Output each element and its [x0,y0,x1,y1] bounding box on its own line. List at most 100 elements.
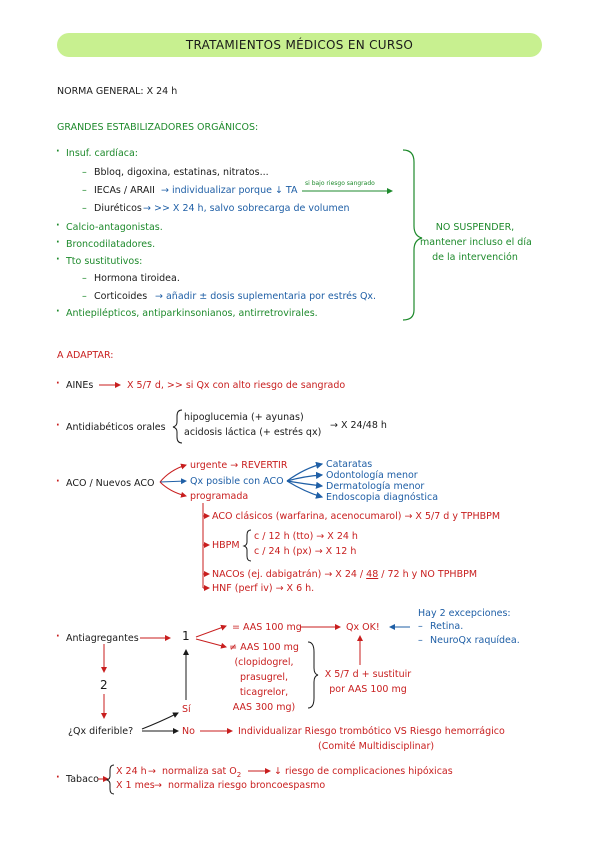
aas-not-equal: ≠ AAS 100 mg (clopidogrel, prasugrel, ti… [222,640,306,715]
tabaco-24h: X 24 h [116,766,147,777]
dash: – [418,635,423,646]
excepcion-retina: Retina. [430,621,464,632]
no-label: No [182,726,195,737]
qx-ok: Qx OK! [346,622,380,633]
aines-detail: X 5/7 d, >> si Qx con alto riesgo de san… [127,380,346,391]
cataratas: Cataratas [326,459,373,470]
qx-arrow-cataratas [286,461,324,482]
bullet-dot: · [56,220,60,231]
tabaco-sat-text: normaliza sat O [162,766,237,777]
bullet-dot: · [56,254,60,265]
hbpm: HBPM [212,540,240,551]
bullet-dot: · [56,631,60,642]
arrow: → [148,766,156,777]
antidiab-brace [172,409,183,444]
diureticos: Diuréticos [94,203,142,214]
bbloq: Bbloq, digoxina, estatinas, nitratos... [94,167,269,178]
no-suspender-line: mantener incluso el día [420,237,532,248]
hormona: Hormona tiroidea. [94,273,180,284]
bullet-dot: · [56,237,60,248]
iecas-detail: → individualizar porque ↓ TA [161,185,298,196]
norma-general: NORMA GENERAL: X 24 h [57,86,178,97]
arrow-si [141,712,179,730]
bullet-dot: · [56,146,60,157]
hnf: HNF (perf iv) → X 6 h. [212,583,315,594]
tabaco-sat: normaliza sat O2 [162,766,241,779]
tabaco-1mes: X 1 mes [116,780,155,791]
urgente: urgente → REVERTIR [190,460,288,471]
bronco: Broncodilatadores. [66,239,156,250]
tto-sustitutivos: Tto sustitutivos: [66,256,143,267]
aco-arrow-qx [159,478,187,485]
aco-arrow-urgente [159,463,187,483]
tabaco-bronco: normaliza riesgo broncoespasmo [168,780,326,791]
diureticos-detail: → >> X 24 h, salvo sobrecarga de volumen [143,203,350,214]
bullet-dot: · [56,772,60,783]
aco-arrow-programada [159,481,187,498]
antiepilepticos: Antiepilépticos, antiparkinsonianos, ant… [66,308,318,319]
x57-sustituir: X 5/7 d + sustituir por AAS 100 mg [318,667,418,697]
corticoides: Corticoides [94,291,148,302]
qx-diferible: ¿Qx diferible? [68,726,134,737]
page-title: TRATAMIENTOS MÉDICOS EN CURSO [57,33,542,57]
no-suspender-line: de la intervención [432,252,518,263]
odontologia: Odontología menor [326,470,418,481]
step-1: 1 [182,629,190,643]
antidiabeticos: Antidiabéticos orales [66,422,166,433]
dash: – [418,621,423,632]
qx-posible: Qx posible con ACO [190,476,284,487]
bullet-dot: · [56,378,60,389]
tabaco-sat-sub: 2 [236,770,242,779]
arrow: → [154,780,162,791]
antiagregantes: Antiagregantes [66,633,139,644]
qx-arrow-odonto [286,471,324,482]
aas-neq-line: ticagrelor, [239,687,289,698]
adaptar-heading: A ADAPTAR: [57,350,114,361]
si-label: Sí [182,704,191,715]
calcio: Calcio-antagonistas. [66,222,163,233]
aas-equal: = AAS 100 mg [232,622,302,633]
aas-neq-line: ≠ AAS 100 mg [229,642,299,653]
tabaco-hipoxicas: ↓ riesgo de complicaciones hipóxicas [274,766,453,777]
iecas-arrow-label: si bajo riesgo sangrado [305,180,375,187]
qx-arrow-dermato [286,480,324,489]
bullet-dot: · [56,476,60,487]
qx-arrow-endos [286,480,324,499]
aco: ACO / Nuevos ACO [66,478,155,489]
tabaco-brace [105,764,115,795]
acidosis: acidosis láctica (+ estrés qx) [184,427,322,438]
hipoglucemia: hipoglucemia (+ ayunas) [184,412,304,423]
dash: – [82,273,87,284]
nacos: NACOs (ej. dabigatrán) → X 24 / 48 / 72 … [212,569,477,580]
nacos-a: NACOs (ej. dabigatrán) → X 24 / [212,569,367,580]
hbpm-tto: c / 12 h (tto) → X 24 h [254,531,358,542]
aas-neq-line: prasugrel, [240,672,288,683]
nacos-48: 48 [366,569,379,580]
excepciones-heading: Hay 2 excepciones: [418,608,511,619]
dermatologia: Dermatología menor [326,481,425,492]
tabaco: Tabaco [66,774,99,785]
excepcion-neuroqx: NeuroQx raquídea. [430,635,520,646]
dash: – [82,185,87,196]
x57-brace [307,641,319,709]
insuf-cardiaca: Insuf. cardíaca: [66,148,139,159]
dash: – [82,203,87,214]
comite: (Comité Multidisciplinar) [318,741,435,752]
no-suspender-note: NO SUSPENDER, mantener incluso el día de… [420,220,532,265]
hbpm-px: c / 24 h (px) → X 12 h [254,546,357,557]
programada: programada [190,491,249,502]
individualizar: Individualizar Riesgo trombótico VS Ries… [238,726,505,737]
grandes-heading: GRANDES ESTABILIZADORES ORGÁNICOS: [57,122,259,133]
corticoides-detail: → añadir ± dosis suplementaria por estré… [155,291,377,302]
endoscopia: Endoscopia diagnóstica [326,492,439,503]
aas-neq-line: (clopidogrel, [234,657,294,668]
aco-clasicos: ACO clásicos (warfarina, acenocumarol) →… [212,511,501,522]
aas-neq-line: AAS 300 mg) [232,702,296,713]
x57-line: X 5/7 d + sustituir [324,669,412,680]
dash: – [82,167,87,178]
bullet-dot: · [56,306,60,317]
nacos-b: / 72 h y NO TPHBPM [378,569,478,580]
arrow-equal [195,624,227,638]
no-suspender-line: NO SUSPENDER, [435,222,515,233]
aines: AINEs [66,380,94,391]
